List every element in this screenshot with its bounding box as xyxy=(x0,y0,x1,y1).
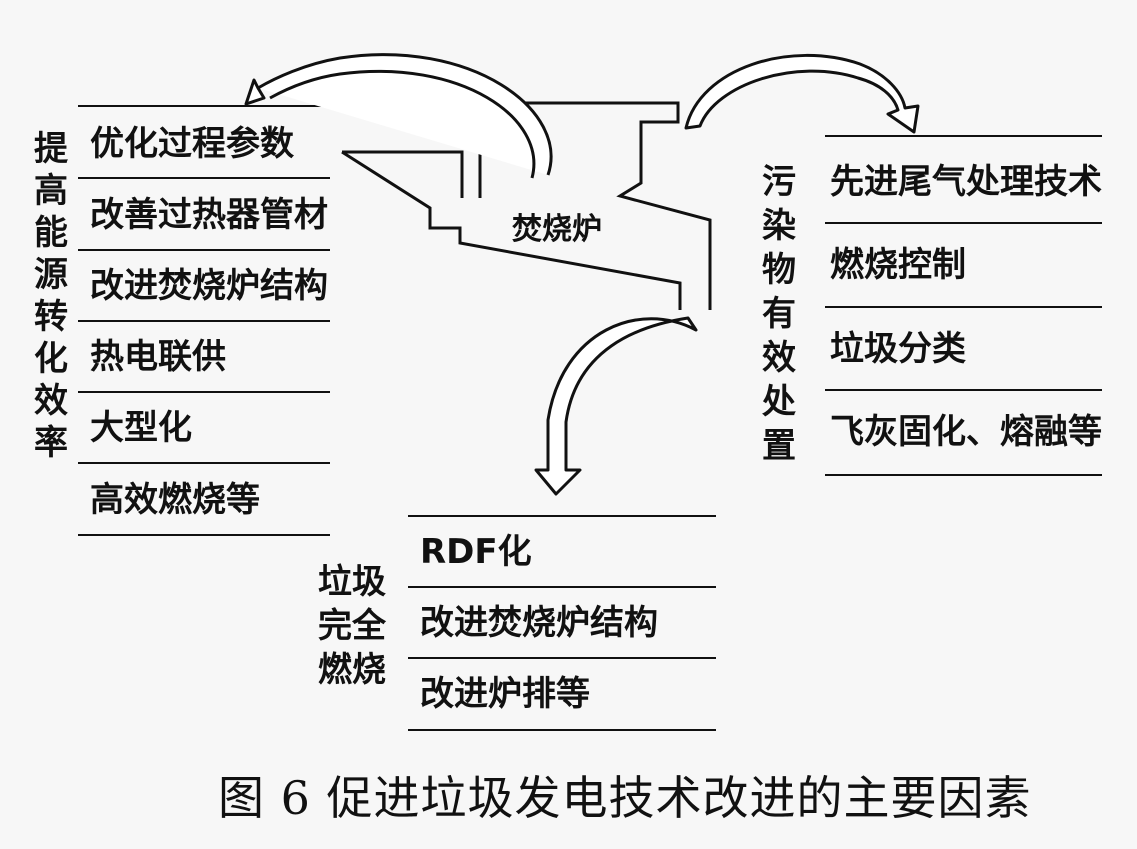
bottom-item: 改进炉排等 xyxy=(420,674,590,714)
arrow-to-bottom-group xyxy=(534,316,698,496)
furnace-label: 焚烧炉 xyxy=(512,212,602,247)
furnace-outline-right xyxy=(478,101,712,310)
arrow-to-right-group xyxy=(684,53,920,134)
bottom-item: 改进焚烧炉结构 xyxy=(420,603,658,643)
right-item: 飞灰固化、熔融等 xyxy=(830,412,1102,452)
left-item: 大型化 xyxy=(90,408,192,448)
left-item: 改进焚烧炉结构 xyxy=(90,266,328,306)
right-list-rules xyxy=(825,135,1102,476)
bottom-group-label: 垃圾 完全 燃烧 xyxy=(318,562,386,690)
left-item: 优化过程参数 xyxy=(90,124,294,164)
left-list-rules xyxy=(78,105,330,536)
right-item: 先进尾气处理技术 xyxy=(830,162,1102,202)
right-item: 燃烧控制 xyxy=(830,245,966,285)
furnace-outline-left xyxy=(341,150,682,310)
left-item: 高效燃烧等 xyxy=(90,480,260,520)
arrow-to-left-group-shaft xyxy=(269,69,536,179)
figure-caption: 图 6 促进垃圾发电技术改进的主要因素 xyxy=(218,771,1032,825)
arrow-to-left-group xyxy=(244,53,553,176)
right-item: 垃圾分类 xyxy=(830,329,966,369)
bottom-list-rules xyxy=(408,515,716,731)
left-item: 热电联供 xyxy=(90,337,226,377)
right-group-label: 污 染 物 有 效 处 置 xyxy=(762,162,796,466)
furnace-hopper xyxy=(342,150,464,198)
bottom-item: RDF化 xyxy=(420,532,532,572)
left-item: 改善过热器管材 xyxy=(90,195,328,235)
left-group-label: 提 高 能 源 转 化 效 率 xyxy=(34,129,68,463)
